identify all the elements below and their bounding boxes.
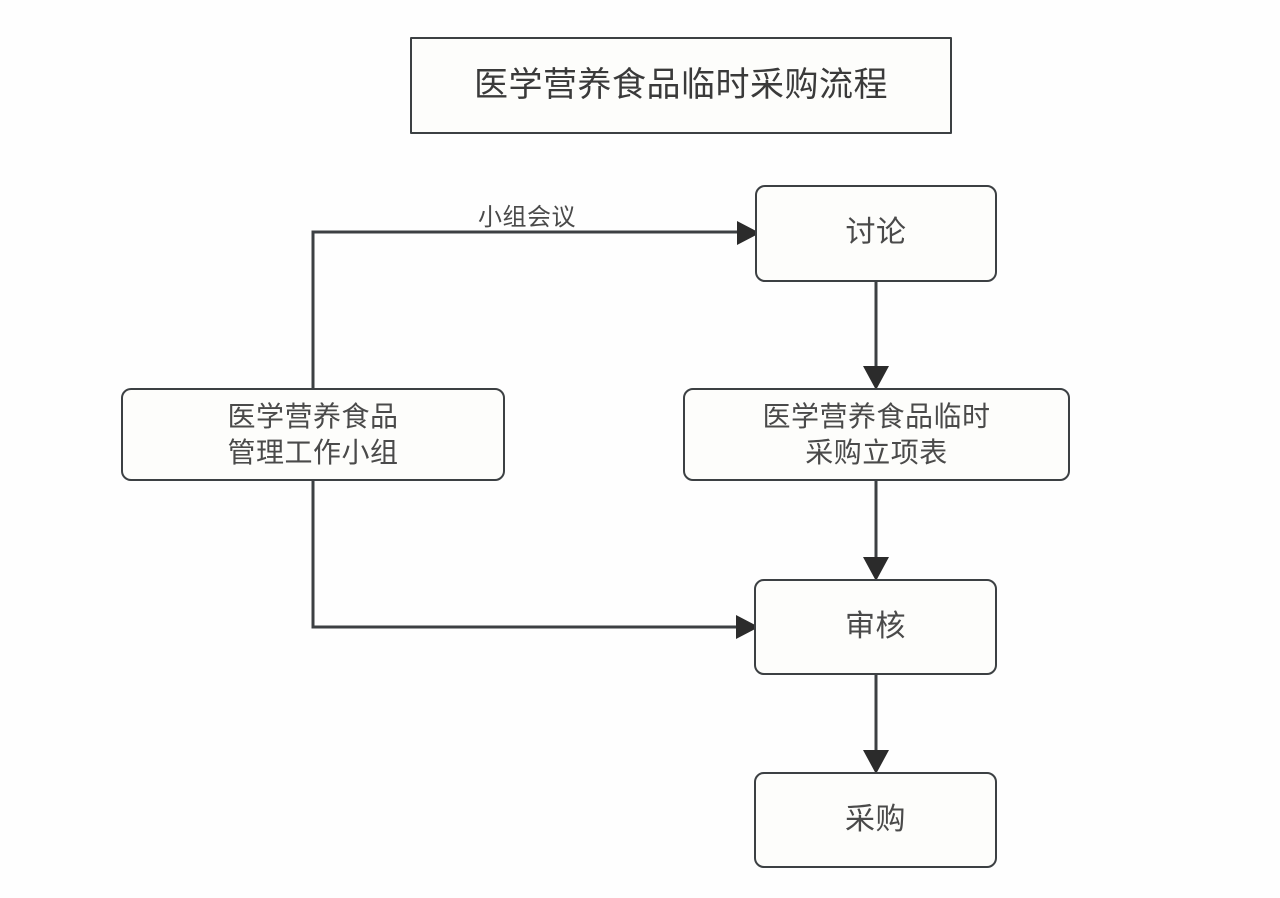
edge-discussion-to-form: [863, 282, 889, 390]
page-title: 医学营养食品临时采购流程: [474, 66, 888, 104]
arrowhead-right-discussion: [737, 221, 760, 245]
node-purchase[interactable]: 采购: [754, 772, 997, 868]
edge-workgroup-to-review: [311, 481, 759, 639]
node-workgroup-label: 医学营养食品 管理工作小组: [227, 400, 399, 468]
arrowhead-down-purchase: [863, 750, 889, 774]
edge-form-to-review: [863, 481, 889, 581]
arrowhead-down-review: [863, 557, 889, 581]
arrowhead-right-review: [736, 615, 759, 639]
node-application-form-label: 医学营养食品临时 采购立项表: [762, 400, 991, 468]
node-discussion[interactable]: 讨论: [755, 185, 997, 282]
node-application-form[interactable]: 医学营养食品临时 采购立项表: [683, 388, 1070, 481]
node-review[interactable]: 审核: [754, 579, 997, 675]
node-purchase-label: 采购: [845, 802, 906, 836]
edge-review-to-purchase: [863, 675, 889, 774]
node-review-label: 审核: [845, 609, 906, 643]
node-discussion-label: 讨论: [845, 216, 907, 250]
node-workgroup[interactable]: 医学营养食品 管理工作小组: [121, 388, 505, 481]
edge-workgroup-to-discussion: [311, 221, 760, 388]
arrowhead-down-form: [863, 366, 889, 390]
edge-label-group-meeting: 小组会议: [478, 204, 576, 231]
diagram-title-box: 医学营养食品临时采购流程: [410, 37, 952, 134]
